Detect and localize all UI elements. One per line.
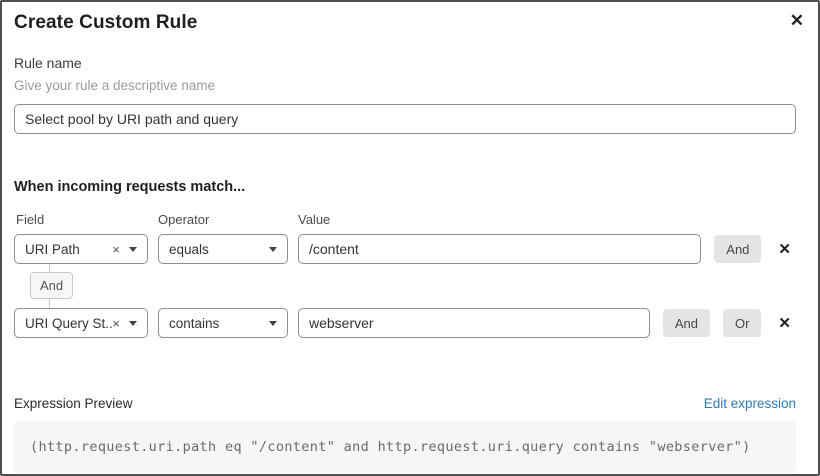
and-connector-badge: And [30,272,74,299]
value-column-label: Value [298,212,331,227]
rule-name-label: Rule name [14,55,82,71]
delete-row-icon[interactable]: ✕ [778,240,791,258]
chevron-down-icon [269,246,277,252]
condition-row: URI Query St... × contains And Or ✕ [14,308,796,338]
expression-preview-label: Expression Preview [14,396,133,411]
clear-field-icon[interactable]: × [112,241,120,257]
field-column-label: Field [16,212,45,227]
operator-column-label: Operator [158,212,210,227]
expression-preview-code: (http.request.uri.path eq "/content" and… [14,421,796,473]
field-select-value: URI Query St... [25,315,113,331]
condition-row: URI Path × equals And ✕ [14,234,796,264]
chevron-down-icon [129,320,137,326]
condition-column-labels: Field Operator Value [14,212,796,227]
operator-select-value: contains [169,315,220,331]
field-select[interactable]: URI Path × [14,234,148,264]
clear-field-icon[interactable]: × [112,315,120,331]
field-select[interactable]: URI Query St... × [14,308,148,338]
rule-name-input[interactable] [14,104,796,134]
page-title: Create Custom Rule [14,12,198,33]
edit-expression-link[interactable]: Edit expression [703,396,796,411]
close-icon[interactable]: ✕ [786,8,808,33]
value-input[interactable] [298,234,702,264]
operator-select[interactable]: equals [158,234,288,264]
chevron-down-icon [129,246,137,252]
match-heading: When incoming requests match... [14,179,246,195]
add-or-condition-button[interactable]: Or [722,309,762,337]
field-select-value: URI Path [25,241,80,257]
add-and-condition-button[interactable]: And [714,235,762,263]
condition-connector: And [14,264,796,308]
operator-select-value: equals [169,241,209,257]
chevron-down-icon [269,320,277,326]
value-input[interactable] [298,308,650,338]
rule-name-hint: Give your rule a descriptive name [14,78,216,93]
add-and-condition-button[interactable]: And [662,309,710,337]
delete-row-icon[interactable]: ✕ [778,314,791,332]
operator-select[interactable]: contains [158,308,288,338]
